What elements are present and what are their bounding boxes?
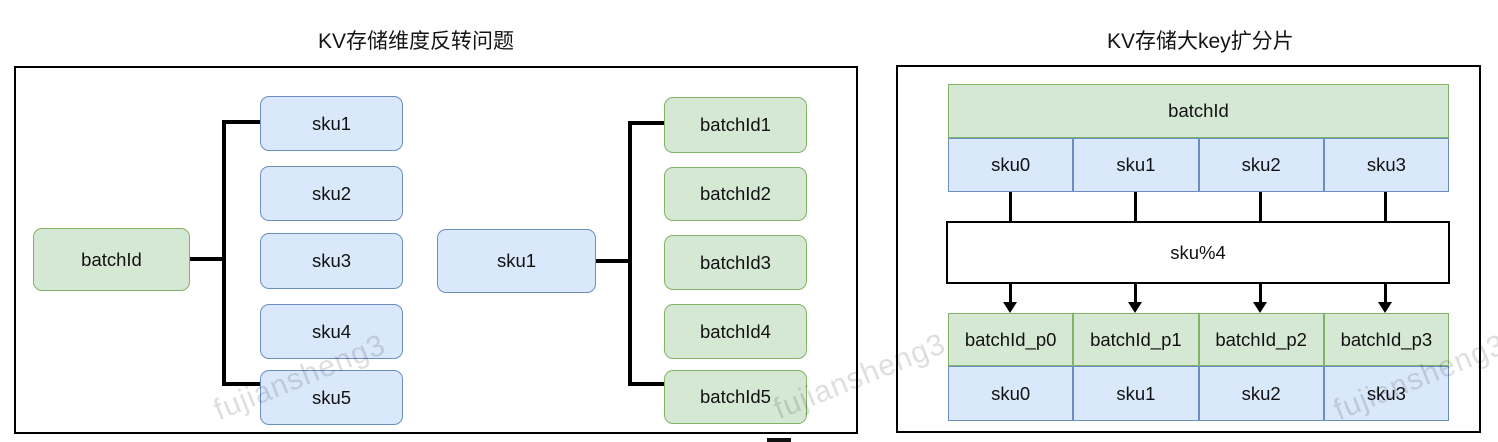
bottom-table-cell: sku1 <box>1073 366 1199 421</box>
bottom-table-header-row: batchId_p0 batchId_p1 batchId_p2 batchId… <box>948 313 1449 366</box>
caption-fragment <box>767 438 791 442</box>
tree2-child-box: batchId3 <box>664 235 807 290</box>
tree2-child-box: batchId1 <box>664 97 807 153</box>
bottom-table-cell: sku3 <box>1323 366 1449 421</box>
bottom-table-row: sku0 sku1 sku2 sku3 <box>948 366 1449 421</box>
top-connector-line <box>1259 192 1262 221</box>
tree1-child-box: sku2 <box>260 166 403 221</box>
arrow-line <box>1384 284 1387 304</box>
bottom-table-cell: sku0 <box>948 366 1074 421</box>
bottom-table-header-cell: batchId_p2 <box>1198 313 1324 366</box>
top-table-cell: sku3 <box>1323 138 1449 192</box>
tree1-child-box: sku3 <box>260 233 403 289</box>
top-connector-line <box>1134 192 1137 221</box>
bottom-table-header-cell: batchId_p1 <box>1073 313 1199 366</box>
arrow-line <box>1134 284 1137 304</box>
right-panel-title: KV存储大key扩分片 <box>1107 30 1294 53</box>
arrow-down <box>1128 302 1142 313</box>
tree2-top-connector <box>628 121 666 125</box>
bottom-table-header-cell: batchId_p3 <box>1323 313 1449 366</box>
top-table-cell: sku1 <box>1073 138 1199 192</box>
tree2-child-box: batchId5 <box>664 370 807 424</box>
tree1-top-connector <box>222 120 262 124</box>
op-box: sku%4 <box>946 221 1450 284</box>
tree2-root-box: sku1 <box>437 229 596 293</box>
left-panel-frame <box>14 66 858 434</box>
arrow-line <box>1009 284 1012 304</box>
tree2-child-box: batchId2 <box>664 167 807 221</box>
right-panel-frame <box>896 65 1481 433</box>
top-table-cell: sku0 <box>948 138 1074 192</box>
arrow-down <box>1003 302 1017 313</box>
bottom-table-cell: sku2 <box>1198 366 1324 421</box>
tree1-root-box: batchId <box>33 228 190 291</box>
bottom-table-header-cell: batchId_p0 <box>948 313 1074 366</box>
top-connector-line <box>1009 192 1012 221</box>
arrow-line <box>1259 284 1262 304</box>
tree1-root-connector <box>190 257 225 261</box>
tree1-child-box: sku5 <box>260 370 403 425</box>
tree2-bottom-connector <box>628 382 666 386</box>
top-table-cell: sku2 <box>1198 138 1324 192</box>
tree2-root-connector <box>596 259 630 263</box>
tree2-child-box: batchId4 <box>664 304 807 359</box>
left-panel-title: KV存储维度反转问题 <box>318 30 515 53</box>
tree2-spine-connector <box>628 121 632 386</box>
top-table-header: batchId <box>948 84 1449 138</box>
top-table-row: sku0 sku1 sku2 sku3 <box>948 138 1449 192</box>
tree1-child-box: sku1 <box>260 96 403 151</box>
tree1-child-box: sku4 <box>260 304 403 359</box>
arrow-down <box>1378 302 1392 313</box>
arrow-down <box>1253 302 1267 313</box>
top-connector-line <box>1384 192 1387 221</box>
tree1-bottom-connector <box>222 382 262 386</box>
tree1-spine-connector <box>222 120 226 386</box>
